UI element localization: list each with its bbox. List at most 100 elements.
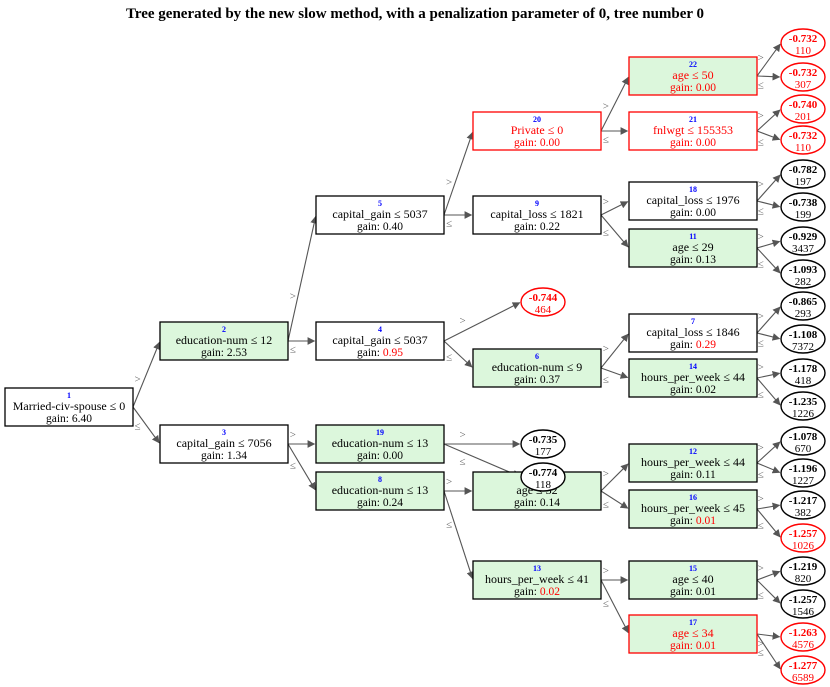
edge-label: ≤ — [758, 258, 764, 270]
leaf-ellipse — [780, 226, 826, 256]
leaf-count: 382 — [795, 507, 812, 519]
node-gain: gain: 0.24 — [357, 497, 403, 509]
node-id: 19 — [376, 428, 384, 437]
node-split-label: education-num ≤ 13 — [332, 436, 429, 450]
edge-label: ≤ — [758, 338, 764, 350]
node-box — [159, 321, 289, 361]
node-id: 16 — [689, 493, 697, 502]
node-box — [628, 489, 758, 529]
edge-n16-l18 — [756, 502, 781, 511]
node-gain: gain: 0.00 — [357, 450, 403, 462]
node-split-label: age ≤ 40 — [672, 572, 713, 586]
edge-label: > — [603, 196, 609, 208]
node-id: 21 — [689, 115, 697, 124]
edge-label: ≤ — [290, 460, 296, 472]
edge-n12-l16 — [756, 441, 781, 464]
node-id: 11 — [689, 232, 697, 241]
leaf-value: -0.774 — [529, 467, 558, 479]
edge-label: > — [459, 315, 465, 327]
node-box — [315, 424, 445, 464]
edge-label: ≤ — [460, 456, 466, 468]
edge-n22-l2 — [756, 72, 781, 81]
node-id: 14 — [689, 362, 697, 371]
node-gain: gain: 0.00 — [670, 207, 716, 219]
edge-label: ≤ — [758, 520, 764, 532]
node-box — [4, 387, 134, 427]
leaf-count: 199 — [795, 209, 812, 221]
leaf-ellipse — [780, 458, 826, 488]
leaf-ellipse — [780, 94, 826, 124]
leaf-value: -1.263 — [789, 627, 818, 639]
node-gain: gain: 0.37 — [514, 374, 560, 386]
edge-n2-n5 — [287, 215, 318, 342]
leaf-value: -1.093 — [789, 264, 818, 276]
node-split-label: Married-civ-spouse ≤ 0 — [13, 399, 126, 413]
node-box — [628, 181, 758, 221]
node-split-label: capital_loss ≤ 1846 — [646, 325, 739, 339]
leaf-ellipse — [780, 655, 826, 685]
edge-label: ≤ — [446, 218, 452, 230]
node-box — [628, 111, 758, 151]
node-gain: gain: 0.40 — [357, 221, 403, 233]
leaf-value: -1.257 — [789, 594, 818, 606]
leaf-value: -1.078 — [789, 431, 818, 443]
leaf-ellipse — [520, 287, 566, 317]
edge-label: ≤ — [758, 590, 764, 602]
node-split-label: capital_gain ≤ 5037 — [332, 207, 427, 221]
node-box — [315, 321, 445, 361]
node-split-label: age ≤ 34 — [672, 626, 713, 640]
leaf-ellipse — [780, 589, 826, 619]
leaf-ellipse — [780, 622, 826, 652]
node-split-label: education-num ≤ 9 — [492, 360, 583, 374]
node-gain: gain: 0.00 — [670, 82, 716, 94]
node-id: 1 — [67, 391, 71, 400]
node-box — [315, 195, 445, 235]
leaf-count: 464 — [535, 304, 552, 316]
edge-label: > — [758, 178, 764, 190]
edge-label: ≤ — [135, 420, 141, 432]
leaf-value: -0.732 — [789, 33, 818, 45]
edge-n7-l10 — [756, 306, 781, 334]
leaf-value: -0.732 — [789, 130, 818, 142]
edge-n1-n2 — [132, 341, 161, 408]
edge-label: ≤ — [603, 227, 609, 239]
leaf-nodes: -0.732110-0.732307-0.740201-0.732110-0.7… — [520, 28, 826, 685]
edge-n22-l1 — [756, 43, 781, 77]
node-id: 20 — [533, 115, 541, 124]
edge-label: > — [758, 562, 764, 574]
leaf-ellipse — [780, 159, 826, 189]
leaf-count: 6589 — [792, 672, 815, 684]
node-split-label: hours_per_week ≤ 45 — [641, 501, 745, 515]
edge-label: > — [758, 310, 764, 322]
edge-label: > — [603, 343, 609, 355]
leaf-count: 177 — [535, 446, 552, 458]
edge-label: ≤ — [446, 352, 452, 364]
edge-n3-n8 — [287, 443, 316, 491]
node-box — [472, 195, 602, 235]
node-id: 8 — [378, 475, 382, 484]
leaf-ellipse — [520, 429, 566, 459]
edge-n15-l20 — [756, 570, 781, 581]
node-gain: gain: 0.11 — [670, 469, 716, 481]
node-id: 15 — [689, 564, 697, 573]
leaf-ellipse — [780, 523, 826, 553]
edge-n9-n18 — [600, 201, 629, 216]
leaf-value: -0.738 — [789, 197, 818, 209]
